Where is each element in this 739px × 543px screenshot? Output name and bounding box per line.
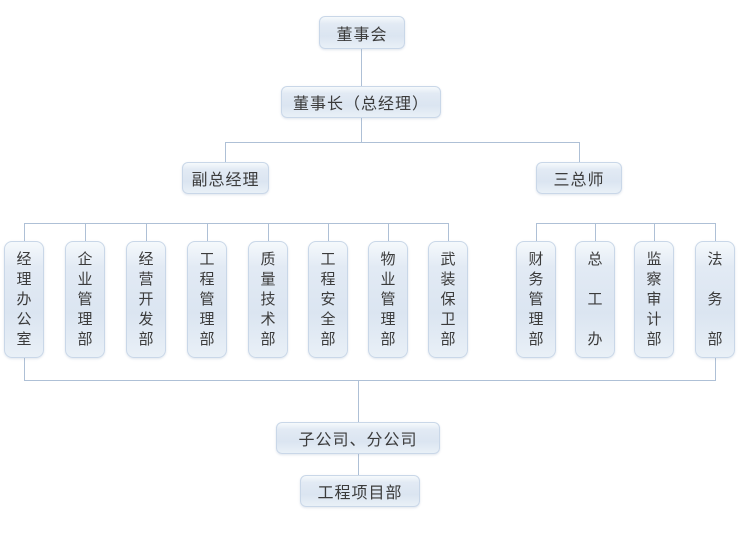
- connector-drop-left-dept-1: [24, 223, 25, 241]
- connector-drop-three-chiefs: [579, 142, 580, 162]
- connector-stub-legal-dept: [715, 358, 716, 381]
- connector-drop-left-dept-7: [388, 223, 389, 241]
- dept-box-property-management: 物业管理部: [368, 241, 408, 358]
- dept-box-enterprise-management: 企业管理部: [65, 241, 105, 358]
- box-deputy-general-manager: 副总经理: [182, 162, 269, 194]
- connector-drop-right-dept-1: [536, 223, 537, 241]
- dept-box-armed-security: 武装保卫部: [428, 241, 468, 358]
- dept-box-supervision-audit: 监察审计部: [634, 241, 674, 358]
- connector-drop-subsidiaries: [358, 380, 359, 422]
- dept-box-business-development: 经营开发部: [126, 241, 166, 358]
- connector-bottom-horizontal: [24, 380, 716, 381]
- box-three-chief-engineers: 三总师: [536, 162, 622, 194]
- connector-board-chairman: [361, 49, 362, 87]
- dept-box-manager-office: 经理办公室: [4, 241, 44, 358]
- connector-chairman-split: [361, 118, 362, 142]
- connector-drop-left-dept-6: [328, 223, 329, 241]
- connector-left-group-horizontal: [24, 223, 448, 224]
- box-subsidiaries-branches: 子公司、分公司: [276, 422, 440, 454]
- dept-box-engineering-safety: 工程安全部: [308, 241, 348, 358]
- connector-drop-right-dept-2: [595, 223, 596, 241]
- connector-right-group-horizontal: [536, 223, 715, 224]
- connector-stub-manager-office: [24, 358, 25, 381]
- connector-drop-right-dept-3: [654, 223, 655, 241]
- dept-box-chief-engineer-office: 总工办: [575, 241, 615, 358]
- dept-box-financial-management: 财务管理部: [516, 241, 556, 358]
- dept-box-engineering-management: 工程管理部: [187, 241, 227, 358]
- connector-level2-horizontal: [225, 142, 580, 143]
- connector-drop-left-dept-8: [448, 223, 449, 241]
- connector-subsidiaries-project: [358, 454, 359, 476]
- connector-drop-left-dept-5: [268, 223, 269, 241]
- box-chairman-general-manager: 董事长（总经理）: [281, 86, 441, 118]
- dept-box-quality-technology: 质量技术部: [248, 241, 288, 358]
- connector-drop-deputy-gm: [225, 142, 226, 162]
- connector-drop-left-dept-2: [85, 223, 86, 241]
- box-board-of-directors: 董事会: [319, 16, 405, 49]
- connector-drop-right-dept-4: [715, 223, 716, 241]
- dept-box-legal-affairs: 法务部: [695, 241, 735, 358]
- connector-drop-left-dept-4: [207, 223, 208, 241]
- connector-drop-left-dept-3: [146, 223, 147, 241]
- box-engineering-project-dept: 工程项目部: [300, 475, 420, 507]
